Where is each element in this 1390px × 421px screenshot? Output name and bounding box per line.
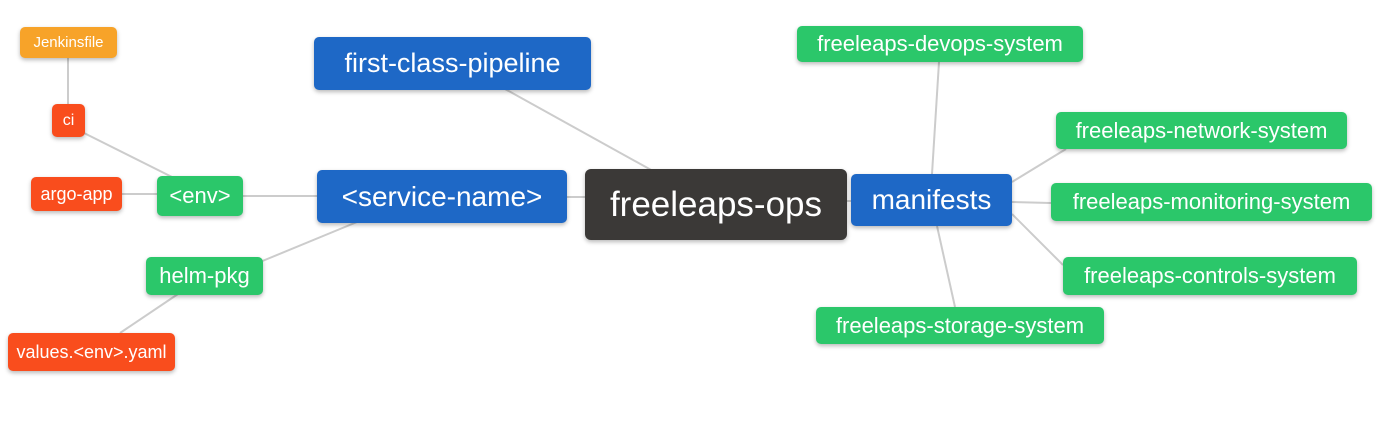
node-label: freeleaps-monitoring-system: [1072, 189, 1351, 214]
node-service-name[interactable]: <service-name>: [317, 170, 567, 223]
node-label: helm-pkg: [159, 263, 250, 288]
node-label: freeleaps-network-system: [1075, 117, 1328, 143]
edge-manifests--freeleaps-controls-system: [1011, 213, 1064, 266]
edge-manifests--freeleaps-monitoring-system: [1011, 201, 1052, 204]
node-argo-app[interactable]: argo-app: [31, 177, 122, 211]
node-freeleaps-monitoring-system[interactable]: freeleaps-monitoring-system: [1051, 183, 1372, 221]
node-values-env-yaml[interactable]: values.<env>.yaml: [8, 333, 175, 371]
node-label: manifests: [871, 184, 992, 215]
node-freeleaps-controls-system[interactable]: freeleaps-controls-system: [1063, 257, 1357, 295]
edge-ci--env: [83, 132, 173, 178]
node-helm-pkg[interactable]: helm-pkg: [146, 257, 263, 295]
node-label: freeleaps-controls-system: [1084, 263, 1336, 288]
node-label: values.<env>.yaml: [16, 342, 167, 362]
edge-manifests--freeleaps-network-system: [1011, 148, 1067, 183]
edge-values-env-yaml--helm-pkg: [119, 293, 179, 334]
node-first-class-pipeline[interactable]: first-class-pipeline: [314, 37, 591, 90]
node-freeleaps-storage-system[interactable]: freeleaps-storage-system: [816, 307, 1104, 344]
node-label: freeleaps-ops: [609, 185, 823, 224]
node-manifests[interactable]: manifests: [851, 174, 1012, 226]
node-label: <service-name>: [341, 180, 543, 212]
node-label: ci: [62, 111, 75, 129]
edge-helm-pkg--service-name: [259, 221, 358, 263]
node-freeleaps-devops-system[interactable]: freeleaps-devops-system: [797, 26, 1083, 62]
edge-first-class-pipeline--freeleaps-ops: [504, 88, 654, 172]
node-env[interactable]: <env>: [157, 176, 243, 216]
node-label: Jenkinsfile: [33, 34, 104, 51]
node-label: first-class-pipeline: [344, 48, 561, 78]
edge-manifests--freeleaps-storage-system: [936, 225, 956, 308]
node-label: <env>: [169, 183, 231, 208]
node-label: freeleaps-storage-system: [835, 312, 1085, 338]
node-freeleaps-ops[interactable]: freeleaps-ops: [585, 169, 847, 240]
node-freeleaps-network-system[interactable]: freeleaps-network-system: [1056, 112, 1347, 149]
node-ci[interactable]: ci: [52, 104, 85, 137]
edge-manifests--freeleaps-devops-system: [931, 61, 940, 175]
node-jenkinsfile[interactable]: Jenkinsfile: [20, 27, 117, 58]
node-label: freeleaps-devops-system: [817, 31, 1063, 56]
node-label: argo-app: [40, 184, 113, 204]
